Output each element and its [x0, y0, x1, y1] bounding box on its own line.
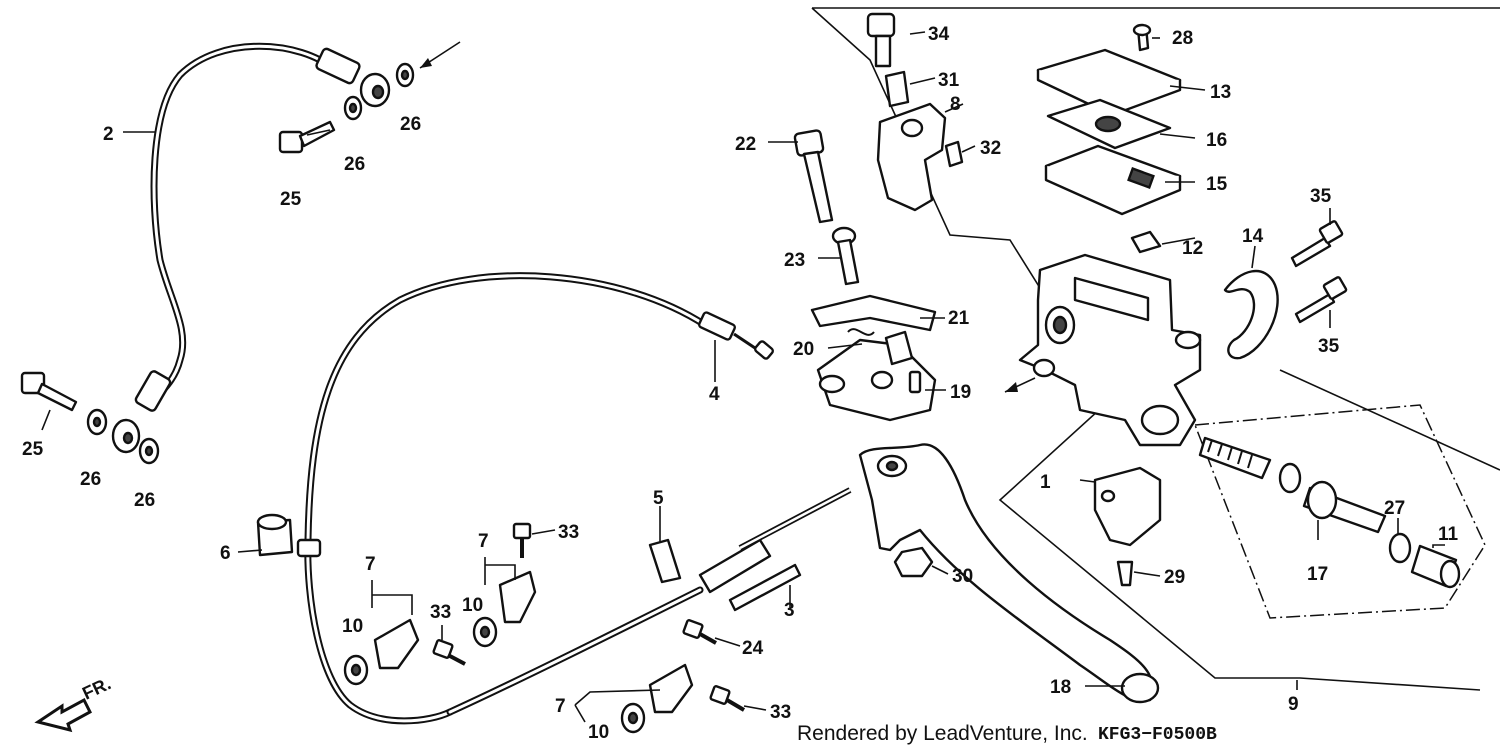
clutch-cable	[296, 272, 774, 725]
callout-10b: 10	[462, 595, 483, 616]
master-cylinder-body	[1018, 253, 1202, 447]
stop-switch	[1093, 466, 1162, 547]
callout-25a: 25	[280, 189, 302, 210]
callout-26b: 26	[344, 154, 365, 175]
callout-28: 28	[1172, 28, 1193, 49]
cable-brackets	[343, 570, 694, 734]
cable-adjuster	[698, 487, 852, 612]
callout-33b: 33	[430, 602, 451, 623]
callout-4: 4	[709, 384, 720, 405]
callout-10a: 10	[342, 616, 363, 637]
callout-8: 8	[950, 94, 961, 115]
callout-32: 32	[980, 138, 1001, 159]
callout-26d: 26	[134, 490, 155, 511]
callout-7b: 7	[478, 531, 489, 552]
brake-hose	[111, 42, 391, 454]
front-direction-marker: FR.	[34, 673, 114, 733]
callout-2: 2	[103, 124, 114, 145]
callout-7a: 7	[365, 554, 376, 575]
callout-26c: 26	[80, 469, 101, 490]
callout-24: 24	[742, 638, 764, 659]
callout-33c: 33	[770, 702, 791, 723]
reservoir-cap-stack	[1036, 23, 1182, 216]
callout-19: 19	[950, 382, 971, 403]
callout-3: 3	[784, 600, 795, 621]
cable-clip	[648, 538, 682, 584]
callout-13: 13	[1210, 82, 1231, 103]
piston-kit	[1198, 436, 1461, 589]
callout-14: 14	[1242, 226, 1264, 247]
callout-20: 20	[793, 339, 814, 360]
callout-16: 16	[1206, 130, 1227, 151]
callout-21: 21	[948, 308, 970, 329]
brake-lever	[858, 443, 1160, 704]
sealing-washers	[86, 62, 415, 465]
callout-30: 30	[952, 566, 973, 587]
callout-31: 31	[938, 70, 960, 91]
oil-bolts	[20, 120, 336, 412]
callout-35a: 35	[1310, 186, 1332, 207]
callout-1: 1	[1040, 472, 1051, 493]
diagram-code: KFG3−F0500B	[1098, 725, 1217, 745]
lever-nut	[893, 546, 934, 578]
fluid-arrowhead	[1005, 382, 1018, 392]
callout-25b: 25	[22, 439, 44, 460]
callout-15: 15	[1206, 174, 1228, 195]
holder-clamp	[1223, 269, 1279, 360]
switch-assembly	[810, 294, 937, 422]
callout-labels: 1 2 3 4 5 6 7 7 7 8 9 10 10 10 11 12 13 …	[22, 24, 1459, 743]
pivot-bolts	[793, 129, 860, 286]
callout-18: 18	[1050, 677, 1071, 698]
callout-27: 27	[1384, 498, 1405, 519]
master-cylinder-holder	[866, 12, 964, 212]
callout-33a: 33	[558, 522, 579, 543]
cable-clamp	[256, 513, 294, 557]
render-credit: Rendered by LeadVenture, Inc.	[797, 722, 1088, 745]
callout-5: 5	[653, 488, 664, 509]
callout-34: 34	[928, 24, 950, 45]
callout-26a: 26	[400, 114, 421, 135]
callout-35b: 35	[1318, 336, 1340, 357]
small-bolts	[432, 522, 746, 712]
callout-22: 22	[735, 134, 756, 155]
switch-screw	[1116, 560, 1134, 587]
reservoir-clip	[1130, 230, 1162, 254]
callout-7c: 7	[555, 696, 566, 717]
piston-kit-group	[1193, 404, 1486, 619]
callout-9: 9	[1288, 694, 1299, 715]
callout-10c: 10	[588, 722, 609, 743]
callout-11: 11	[1438, 524, 1459, 545]
leader-lines	[41, 31, 1445, 723]
clamp-bolts	[1290, 220, 1348, 324]
callout-17: 17	[1307, 564, 1328, 585]
direction-arrowhead	[420, 58, 432, 68]
callout-29: 29	[1164, 567, 1185, 588]
callout-12: 12	[1182, 238, 1203, 259]
callout-23: 23	[784, 250, 805, 271]
callout-6: 6	[220, 543, 231, 564]
